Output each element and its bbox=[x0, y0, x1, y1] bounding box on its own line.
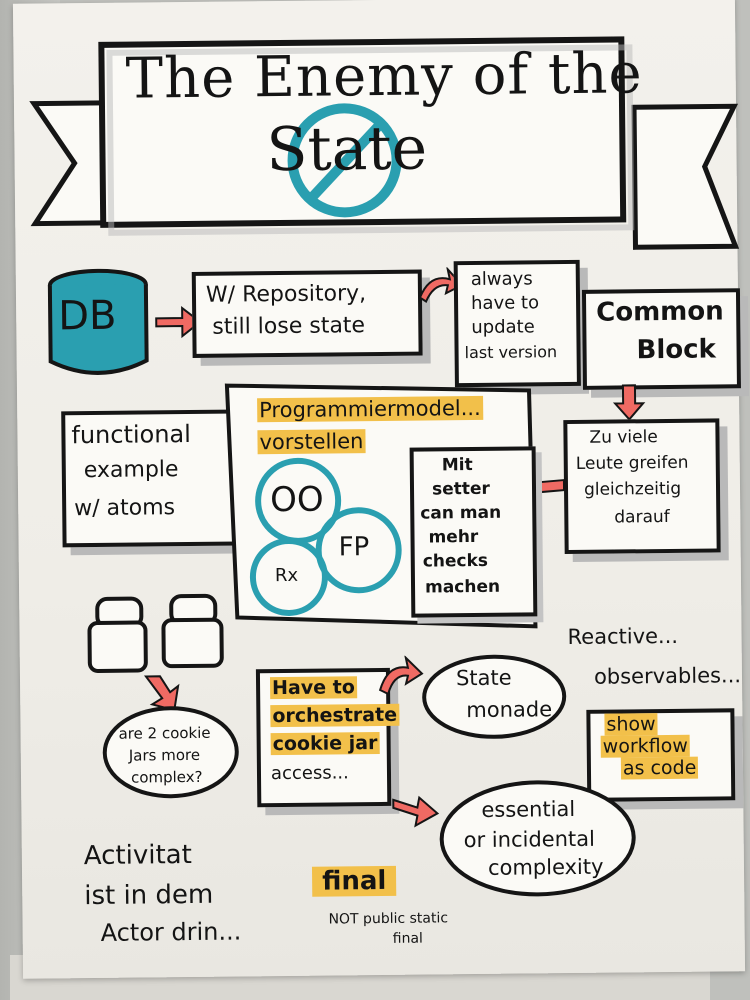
functional-example-line-2: example bbox=[83, 457, 179, 484]
arrow-db-to-repository bbox=[155, 306, 202, 339]
activitat-line-2: ist in dem bbox=[84, 879, 214, 912]
not-public-line-2: final bbox=[392, 930, 423, 947]
title-line-2: State bbox=[266, 113, 428, 186]
setter-line-1: Mit bbox=[441, 455, 473, 476]
zu-viele-line-1: Zu viele bbox=[589, 427, 658, 448]
common-block-line-1: Common bbox=[596, 296, 724, 328]
activitat-line-1: Activitat bbox=[83, 839, 192, 872]
cookie-jars-drawing bbox=[87, 593, 224, 673]
title-banner bbox=[29, 36, 740, 250]
functional-example-line-3: w/ atoms bbox=[74, 495, 176, 522]
state-monade-line-1: State bbox=[455, 665, 512, 691]
always-update-line-1: always bbox=[470, 268, 533, 291]
observables-label: observables... bbox=[593, 663, 742, 689]
orchestrate-line-4: access... bbox=[270, 762, 349, 785]
setter-line-3: can man bbox=[420, 502, 502, 524]
arrow-common-block-down bbox=[612, 384, 646, 421]
essential-line-2: or incidental bbox=[463, 826, 596, 853]
programming-model-highlight-2: vorstellen bbox=[257, 429, 366, 455]
essential-line-3: complexity bbox=[487, 854, 604, 880]
show-workflow-highlight-2: workflow bbox=[600, 734, 690, 758]
final-label: final bbox=[311, 865, 397, 897]
arrow-jars-down bbox=[143, 675, 180, 712]
state-monade-bubble bbox=[422, 654, 567, 739]
flipchart-paper: The Enemy of the State DB W/ Repository,… bbox=[12, 0, 746, 979]
cookie-question-line-1: are 2 cookie bbox=[118, 723, 211, 743]
orchestrate-line-1: Have to bbox=[269, 676, 357, 700]
state-monade-line-2: monade bbox=[466, 697, 553, 723]
orchestrate-line-3: cookie jar bbox=[270, 732, 380, 756]
fp-label: FP bbox=[338, 532, 370, 563]
programming-model-highlight-1: Programmiermodel... bbox=[257, 395, 483, 423]
reactive-label: Reactive... bbox=[567, 623, 679, 650]
cookie-question-line-2: Jars more bbox=[128, 745, 201, 765]
database-cylinder bbox=[47, 268, 149, 375]
repository-line-2: still lose state bbox=[212, 313, 366, 340]
programming-model-line-1: Programmiermodel... bbox=[257, 395, 483, 423]
cookie-question-bubble bbox=[102, 706, 239, 799]
repository-line-1: W/ Repository, bbox=[205, 281, 367, 308]
title-line-1: The Enemy of the bbox=[125, 41, 643, 112]
essential-line-1: essential bbox=[481, 796, 576, 822]
zu-viele-line-4: darauf bbox=[614, 506, 670, 528]
always-update-line-3: update bbox=[471, 316, 535, 339]
setter-line-2: setter bbox=[431, 478, 490, 500]
common-block-line-2: Block bbox=[636, 334, 717, 366]
show-workflow-line-2: workflow bbox=[600, 734, 690, 758]
functional-example-line-1: functional bbox=[71, 419, 191, 450]
show-workflow-line-1: show bbox=[604, 713, 658, 736]
arrow-orchestrate-to-monade bbox=[378, 655, 424, 696]
not-public-line-1: NOT public static bbox=[328, 910, 449, 928]
db-label: DB bbox=[57, 292, 117, 340]
final-highlight: final bbox=[311, 865, 397, 897]
setter-line-4: mehr bbox=[428, 526, 479, 548]
setter-line-5: checks bbox=[422, 550, 489, 572]
orchestrate-highlight-3: cookie jar bbox=[270, 732, 380, 756]
zu-viele-line-2: Leute greifen bbox=[575, 452, 689, 474]
show-workflow-highlight-1: show bbox=[604, 713, 658, 736]
orchestrate-highlight-1: Have to bbox=[269, 676, 357, 700]
orchestrate-highlight-2: orchestrate bbox=[270, 703, 400, 728]
rx-label: Rx bbox=[274, 564, 299, 587]
orchestrate-line-2: orchestrate bbox=[270, 703, 400, 728]
cookie-question-line-3: complex? bbox=[130, 767, 203, 787]
essential-bubble bbox=[439, 780, 636, 897]
zu-viele-line-3: gleichzeitig bbox=[583, 478, 682, 500]
setter-line-6: machen bbox=[424, 576, 501, 598]
always-update-line-4: last version bbox=[464, 342, 558, 363]
activitat-line-3: Actor drin... bbox=[100, 917, 242, 947]
arrow-orchestrate-to-essential bbox=[392, 795, 440, 828]
programming-model-line-2: vorstellen bbox=[257, 429, 366, 455]
oo-label: OO bbox=[269, 479, 324, 521]
always-update-line-2: have to bbox=[470, 292, 540, 315]
